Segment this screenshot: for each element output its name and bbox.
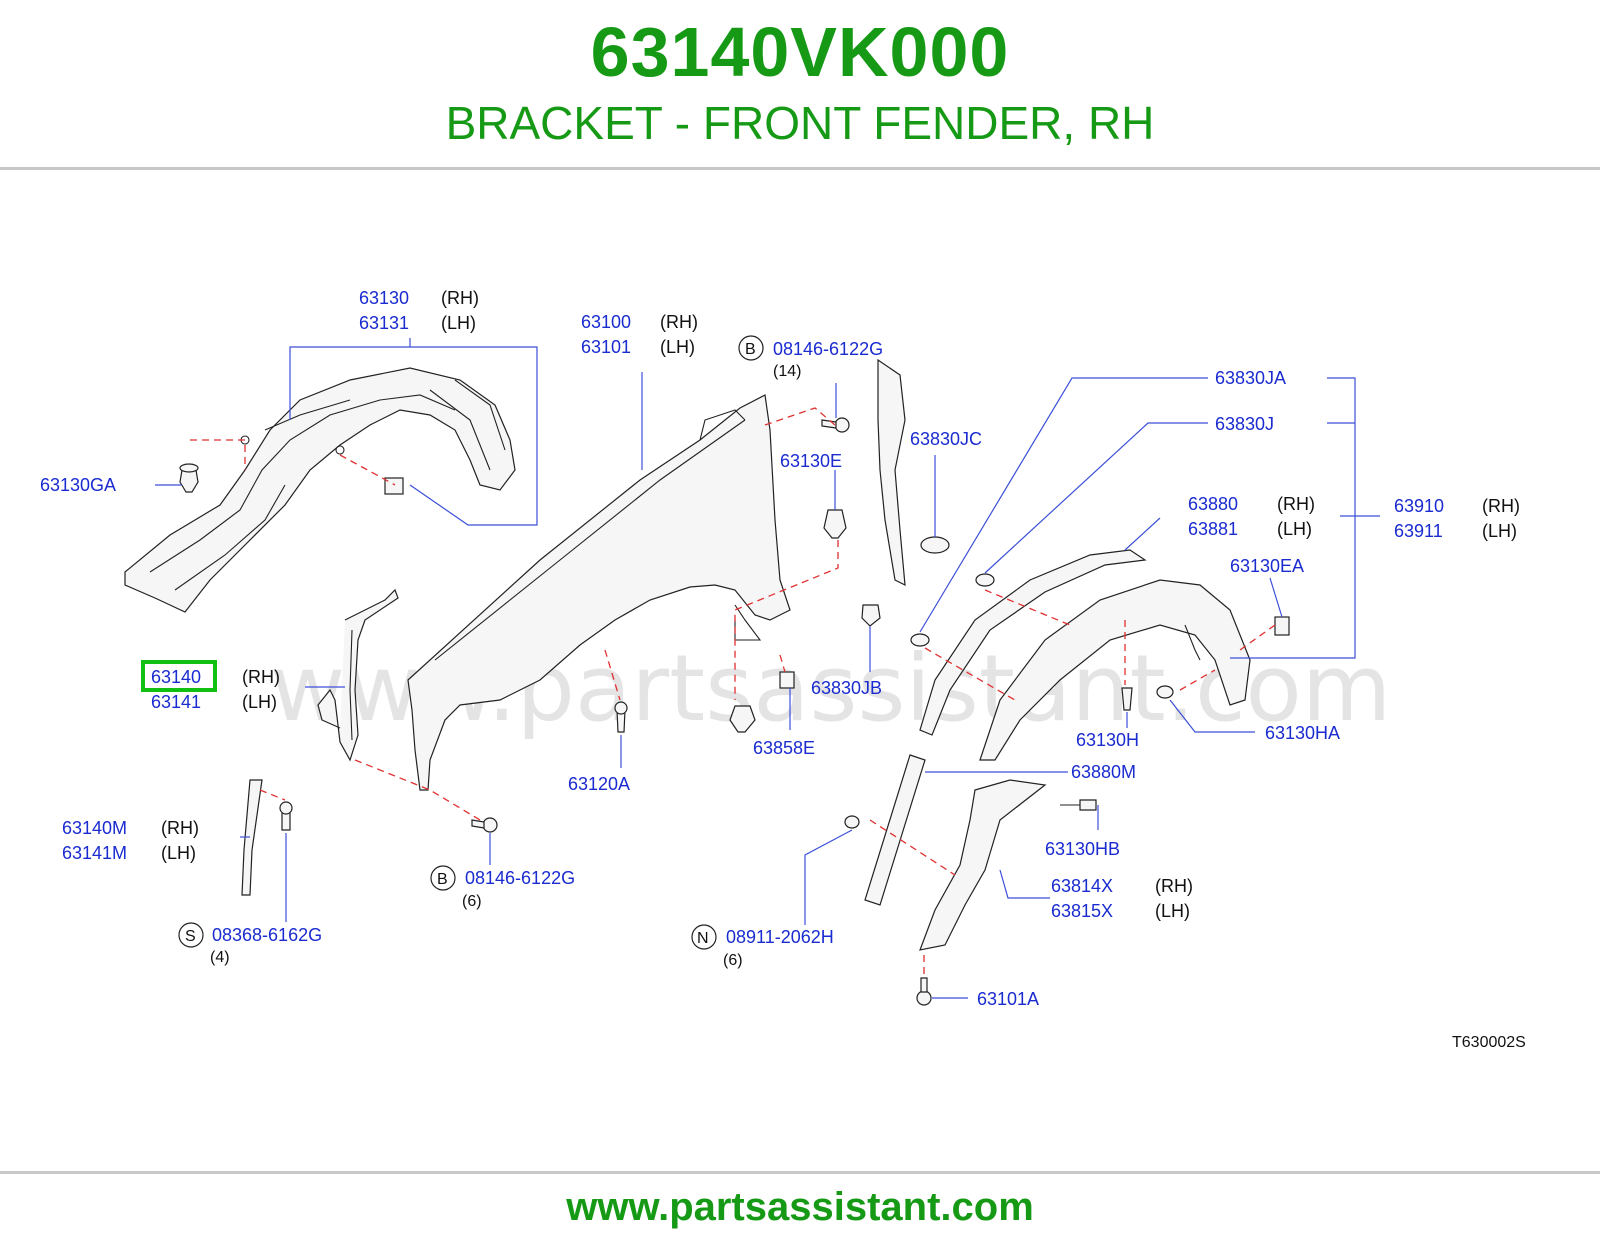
label-63130e[interactable]: 63130E: [780, 451, 842, 471]
splash-guard-part[interactable]: [877, 358, 906, 587]
label-63830jb[interactable]: 63830JB: [811, 678, 882, 698]
label-rh: (RH): [1155, 876, 1193, 896]
footer-url[interactable]: www.partsassistant.com: [566, 1185, 1034, 1229]
label-63815x[interactable]: 63815X: [1051, 901, 1113, 921]
part-number-title: 63140VK000: [590, 13, 1010, 91]
label-63830j[interactable]: 63830J: [1215, 414, 1274, 434]
label-63830jc[interactable]: 63830JC: [910, 429, 982, 449]
fender-bracket-part[interactable]: [317, 588, 399, 762]
liner-nut-part[interactable]: [384, 477, 404, 495]
label-08368-6162g[interactable]: 08368-6162G: [212, 925, 322, 945]
clip-63830ja-part[interactable]: [910, 633, 930, 647]
clip-63830jb-part[interactable]: [861, 604, 881, 627]
molding-63880m-part[interactable]: [864, 754, 926, 906]
label-lh: (LH): [242, 692, 277, 712]
screw-63130ha-part[interactable]: [1156, 685, 1174, 699]
stay-63140m-part[interactable]: [241, 779, 263, 896]
clip-square-part[interactable]: [779, 671, 795, 689]
label-rh: (RH): [1482, 496, 1520, 516]
quantity-6-a: (6): [462, 893, 482, 910]
diagram-ref-code: T630002S: [1452, 1034, 1526, 1051]
grommet-63830jc-part[interactable]: [920, 536, 950, 554]
label-lh: (LH): [1482, 521, 1517, 541]
label-lh: (LH): [1155, 901, 1190, 921]
label-63814x[interactable]: 63814X: [1051, 876, 1113, 896]
header-divider: [0, 167, 1600, 170]
label-08146-6122g-top[interactable]: 08146-6122G: [773, 339, 883, 359]
label-63100[interactable]: 63100: [581, 312, 631, 332]
screw-63130hb-part[interactable]: [1060, 799, 1097, 811]
ref-letter-b-bottom: B: [437, 871, 448, 888]
label-63910[interactable]: 63910: [1394, 496, 1444, 516]
ref-letter-s: S: [185, 928, 196, 945]
mud-guard-part[interactable]: [919, 779, 1047, 951]
label-63130hb[interactable]: 63130HB: [1045, 839, 1120, 859]
label-lh: (LH): [161, 843, 196, 863]
screw-63130h-part[interactable]: [1121, 687, 1133, 711]
label-63911[interactable]: 63911: [1394, 521, 1443, 541]
bolt-08146-bottom-part[interactable]: [471, 817, 498, 833]
label-63880[interactable]: 63880: [1188, 494, 1238, 514]
label-63140m[interactable]: 63140M: [62, 818, 127, 838]
label-63858e[interactable]: 63858E: [753, 738, 815, 758]
label-63830ja[interactable]: 63830JA: [1215, 368, 1286, 388]
label-63130h[interactable]: 63130H: [1076, 730, 1139, 750]
label-63130ea[interactable]: 63130EA: [1230, 556, 1304, 576]
label-63131[interactable]: 63131: [359, 313, 409, 333]
label-63141[interactable]: 63141: [151, 692, 201, 712]
clip-63130e-part[interactable]: [823, 509, 847, 539]
leader-lines: [155, 338, 1380, 999]
label-rh: (RH): [161, 818, 199, 838]
label-63130[interactable]: 63130: [359, 288, 409, 308]
clip-63830j-part[interactable]: [975, 573, 995, 587]
ref-letter-n: N: [697, 930, 709, 947]
label-63880m[interactable]: 63880M: [1071, 762, 1136, 782]
label-08146-6122g-bottom[interactable]: 08146-6122G: [465, 868, 575, 888]
bolt-63120a-part[interactable]: [614, 701, 628, 733]
label-lh: (LH): [1277, 519, 1312, 539]
label-rh: (RH): [242, 667, 280, 687]
label-63101[interactable]: 63101: [581, 337, 631, 357]
highlight-box: [141, 660, 217, 692]
ref-circle-n: [691, 924, 717, 950]
bolt-63101a-part[interactable]: [916, 977, 932, 1006]
label-63140[interactable]: 63140: [151, 667, 201, 687]
bolt-08146-top-part[interactable]: [821, 417, 850, 433]
quantity-6-b: (6): [723, 952, 743, 969]
assembly-lines: [190, 407, 1276, 975]
label-lh: (LH): [441, 313, 476, 333]
ref-circle-s: [178, 922, 204, 948]
label-rh: (RH): [660, 312, 698, 332]
front-fender-part[interactable]: [407, 394, 791, 791]
label-08911-2062h[interactable]: 08911-2062H: [726, 927, 834, 947]
label-63130ga[interactable]: 63130GA: [40, 475, 116, 495]
bolt-08368-part[interactable]: [279, 801, 293, 831]
clip-63130ga-part[interactable]: [179, 463, 199, 493]
ref-circle-b-bottom: [430, 865, 456, 891]
label-lh: (LH): [660, 337, 695, 357]
label-63120a[interactable]: 63120A: [568, 774, 630, 794]
fender-flare-part[interactable]: [919, 549, 1251, 761]
footer-divider: [0, 1171, 1600, 1174]
label-63101a[interactable]: 63101A: [977, 989, 1039, 1009]
fender-liner-part[interactable]: [124, 367, 516, 613]
ref-letter-b-top: B: [745, 341, 756, 358]
part-description: BRACKET - FRONT FENDER, RH: [445, 97, 1155, 149]
header: 63140VK000 BRACKET - FRONT FENDER, RH: [0, 0, 1600, 168]
nut-08911-part[interactable]: [844, 815, 860, 829]
clip-63858e-part[interactable]: [729, 705, 756, 733]
label-rh: (RH): [441, 288, 479, 308]
label-rh: (RH): [1277, 494, 1315, 514]
clip-63130ea-part[interactable]: [1274, 616, 1290, 636]
quantity-4: (4): [210, 949, 230, 966]
label-63881[interactable]: 63881: [1188, 519, 1238, 539]
label-63130ha[interactable]: 63130HA: [1265, 723, 1340, 743]
ref-circle-b-top: [738, 335, 764, 361]
quantity-14: (14): [773, 363, 801, 380]
label-63141m[interactable]: 63141M: [62, 843, 127, 863]
part-labels: 63130 (RH) 63131 (LH) 63100 (RH) 63101 (…: [40, 288, 1526, 1051]
